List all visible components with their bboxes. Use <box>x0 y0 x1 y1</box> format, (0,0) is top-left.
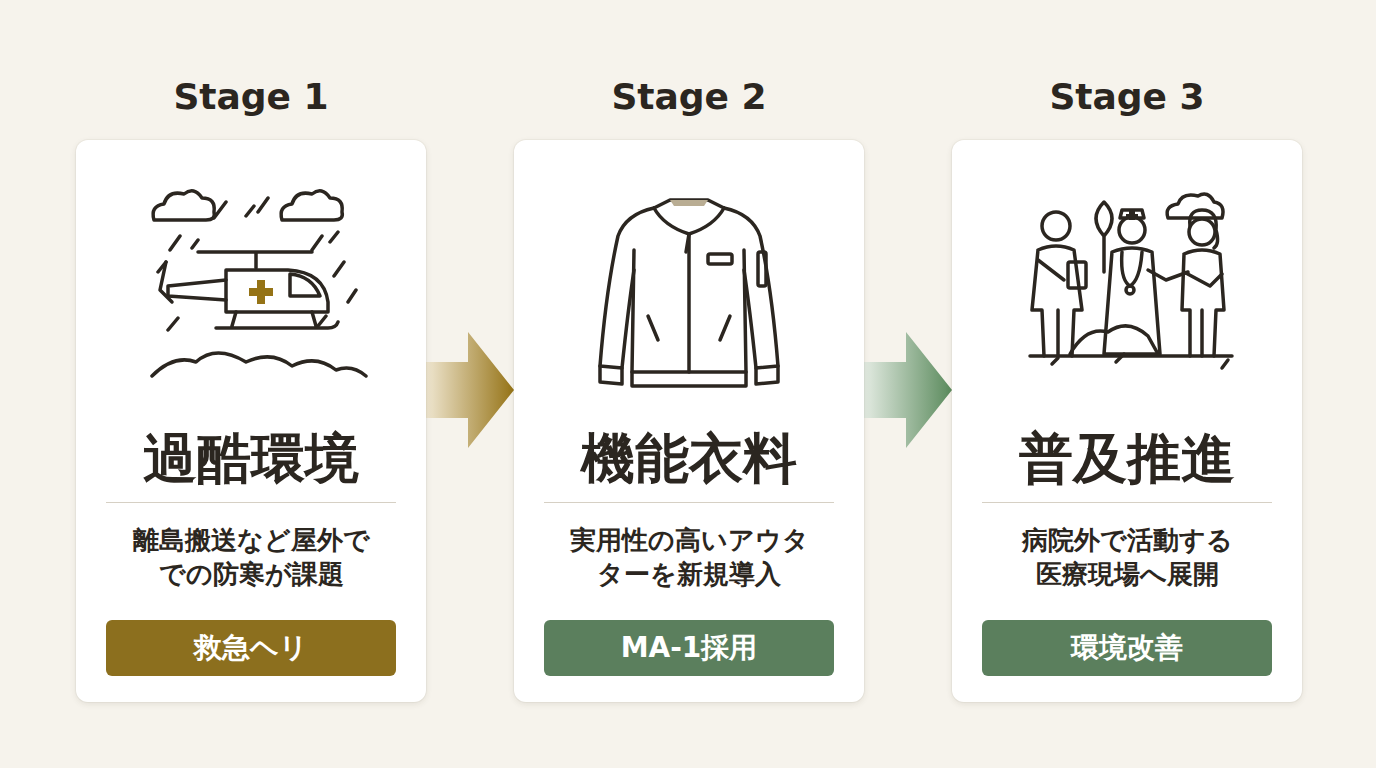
stage-description: 病院外で活動する 医療現場へ展開 <box>977 524 1277 592</box>
stage-description: 実用性の高いアウタ ターを新規導入 <box>539 524 839 592</box>
stage-tag: 環境改善 <box>982 620 1272 676</box>
stage-title: 普及推進 <box>962 426 1292 491</box>
jacket-icon <box>514 140 864 420</box>
stage-card: Stage 2機能衣料実用性の高いアウタ ターを新規導入MA-1採用 <box>514 140 864 702</box>
separator-line <box>106 502 396 503</box>
stage-card: Stage 3普及推進病院外で活動する 医療現場へ展開環境改善 <box>952 140 1302 702</box>
tag-label: MA-1採用 <box>621 629 758 667</box>
stage-card: Stage 1過酷環境離島搬送など屋外で での防寒が課題救急ヘリ <box>76 140 426 702</box>
tag-label: 環境改善 <box>1071 629 1183 667</box>
flow-arrow <box>426 332 514 448</box>
stage-heading: Stage 3 <box>912 76 1342 117</box>
stage-heading: Stage 1 <box>36 76 466 117</box>
separator-line <box>544 502 834 503</box>
separator-line <box>982 502 1272 503</box>
helicopter-icon <box>76 140 426 420</box>
stage-description: 離島搬送など屋外で での防寒が課題 <box>101 524 401 592</box>
flow-arrow <box>864 332 952 448</box>
stage-tag: 救急ヘリ <box>106 620 396 676</box>
stage-title: 過酷環境 <box>86 426 416 491</box>
stage-title: 機能衣料 <box>524 426 854 491</box>
stage-tag: MA-1採用 <box>544 620 834 676</box>
stage-heading: Stage 2 <box>474 76 904 117</box>
tag-label: 救急ヘリ <box>194 629 308 667</box>
medical-staff-icon <box>952 140 1302 420</box>
